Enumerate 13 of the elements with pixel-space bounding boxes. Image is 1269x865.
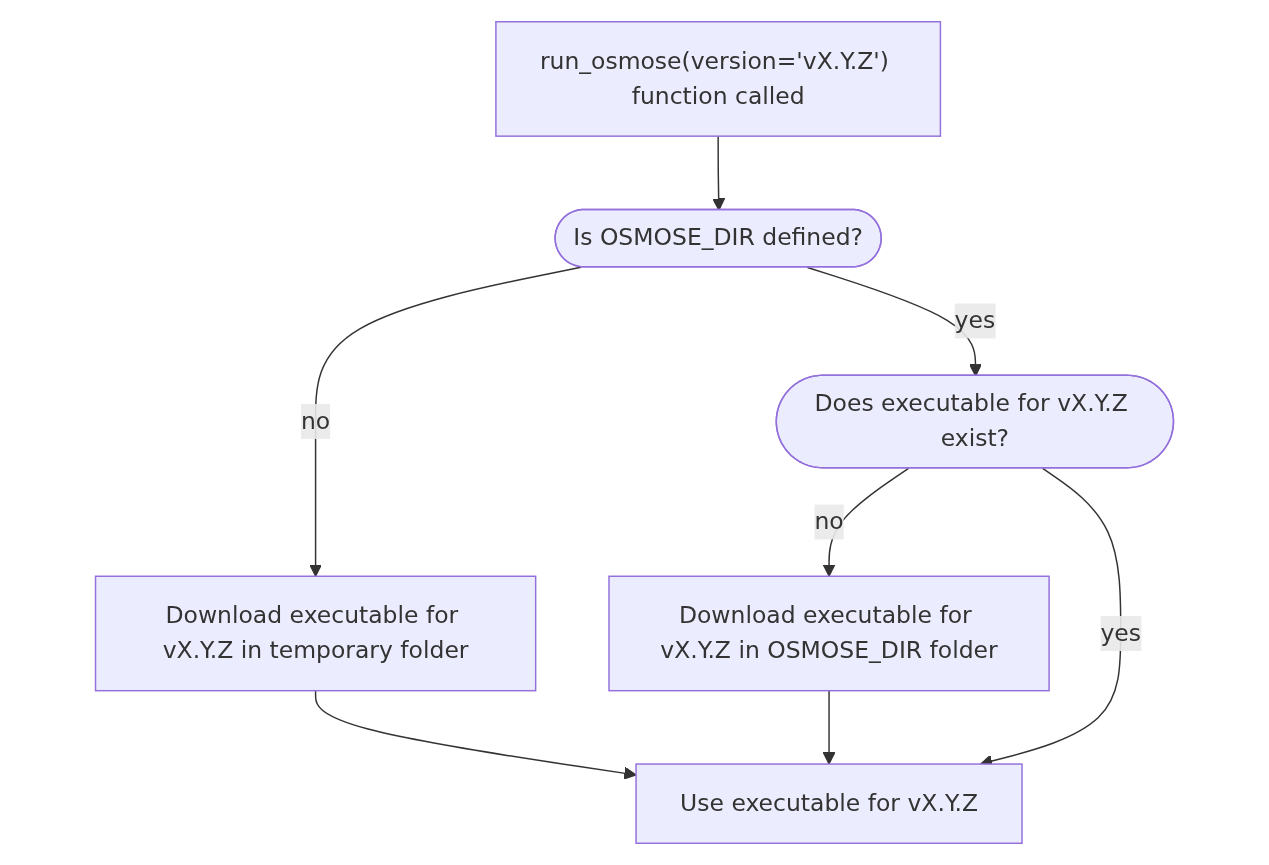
edge-label: no [300, 406, 331, 435]
node-box: Download executable for vX.Y.Z in temporary folder [94, 575, 537, 692]
edge-label: yes [1100, 618, 1142, 647]
arrow [806, 266, 982, 377]
node-box: Download executable for vX.Y.Z in OSMOSE_DIR folder [608, 575, 1050, 692]
node-box: Use executable for vX.Y.Z [635, 763, 1023, 844]
edge-label: no [814, 507, 844, 536]
arrow [314, 689, 637, 780]
node-box: run_osmose(version='vX.Y.Z') function called [495, 21, 942, 137]
arrow [822, 689, 836, 765]
arrow [309, 266, 582, 577]
arrow [712, 135, 726, 211]
edge-label: yes [954, 306, 996, 335]
